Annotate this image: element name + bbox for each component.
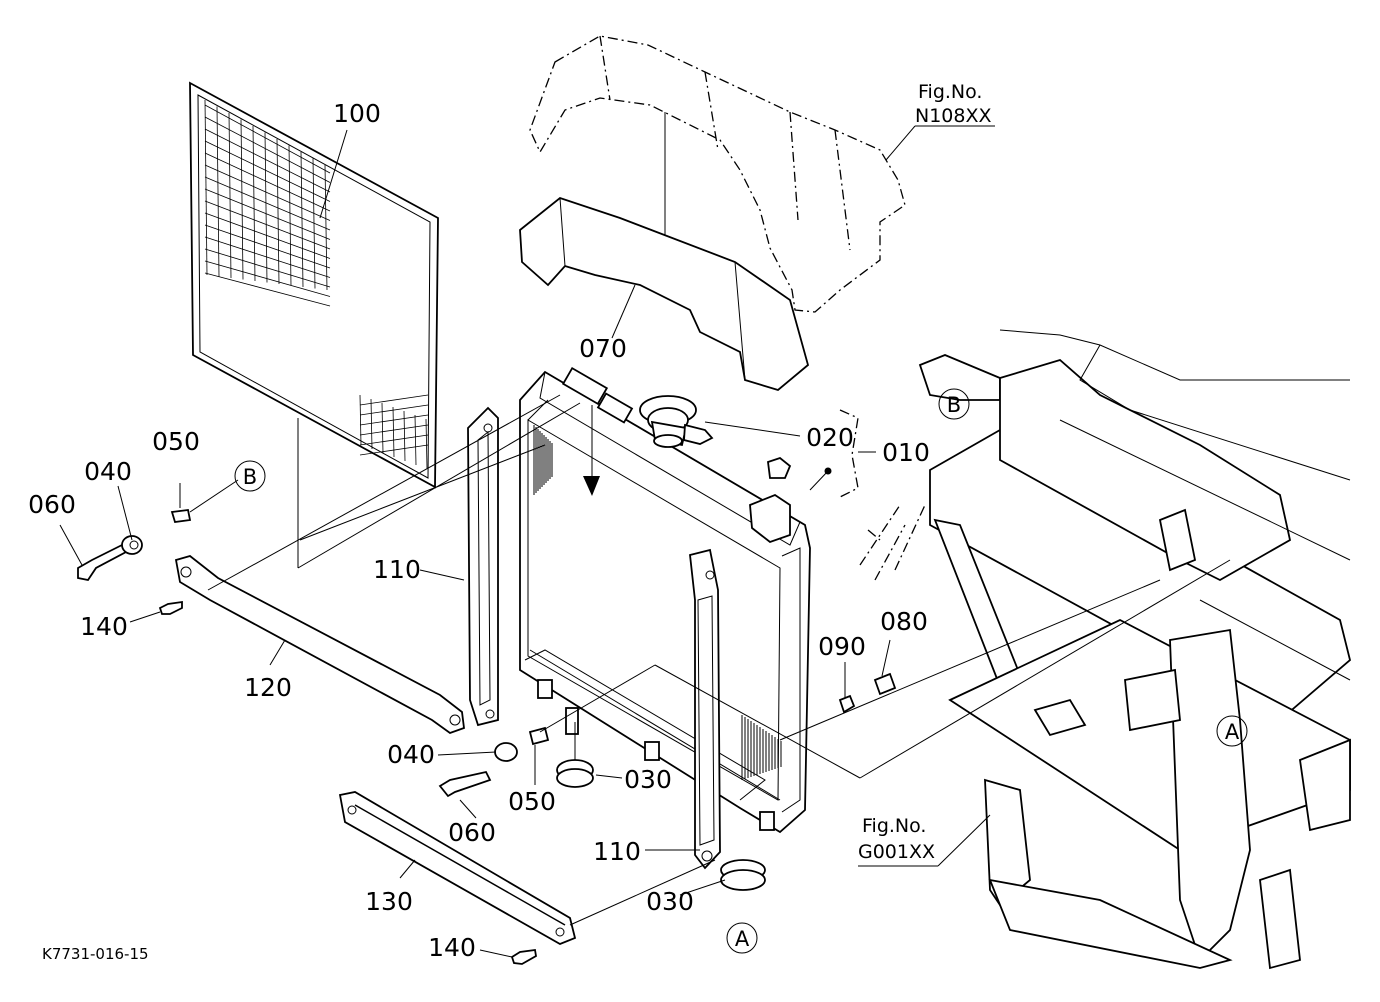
marker-a-bottom: A xyxy=(726,922,758,954)
label-100: 100 xyxy=(333,99,381,128)
leader-lines xyxy=(59,125,1231,958)
label-080: 080 xyxy=(880,607,928,636)
hatch-line xyxy=(204,272,331,307)
svg-text:A: A xyxy=(1225,720,1240,744)
radiator-cap-020 xyxy=(639,395,714,448)
hatch-line xyxy=(204,236,331,278)
hatch-line xyxy=(204,116,331,183)
hatch-line xyxy=(403,410,406,462)
hardware xyxy=(77,509,897,965)
hatch-line xyxy=(228,112,232,279)
svg-text:B: B xyxy=(243,465,257,489)
hatch-line xyxy=(288,145,292,286)
label-050-top: 050 xyxy=(152,427,200,456)
hatch-line xyxy=(276,138,280,285)
svg-text:Fig.No.: Fig.No. xyxy=(918,81,982,103)
part-labels: 100 070 020 010 050 040 060 140 120 110 … xyxy=(28,99,930,962)
hatch-line xyxy=(240,119,244,280)
svg-text:N108XX: N108XX xyxy=(915,105,992,127)
svg-text:Fig.No.: Fig.No. xyxy=(862,815,926,837)
svg-text:B: B xyxy=(947,393,961,417)
hatch-line xyxy=(359,394,362,446)
label-060-lower: 060 xyxy=(448,818,496,847)
hatch-line xyxy=(204,152,331,212)
hatch-line xyxy=(204,200,331,250)
side-bracket-110-left xyxy=(467,406,499,727)
label-030-upper: 030 xyxy=(624,765,672,794)
marker-b-frame: B xyxy=(938,388,970,420)
hatch-line xyxy=(359,404,429,416)
hatch-line xyxy=(370,398,373,450)
side-bracket-110-right xyxy=(689,548,721,870)
hatch-line xyxy=(204,164,331,221)
hatch-line xyxy=(204,104,331,174)
hatch-line xyxy=(204,260,331,297)
hatch-line xyxy=(381,402,384,454)
label-010: 010 xyxy=(882,438,930,467)
label-120: 120 xyxy=(244,673,292,702)
hatch-line xyxy=(264,132,268,283)
svg-text:G001XX: G001XX xyxy=(858,841,935,863)
hatch-line xyxy=(359,434,429,446)
hatch-line xyxy=(204,212,331,259)
label-140-left: 140 xyxy=(80,612,128,641)
marker-b-top: B xyxy=(234,460,266,492)
hatch-line xyxy=(359,424,429,436)
frame-outline xyxy=(918,329,1352,970)
hatch-line xyxy=(300,151,304,288)
stay-130 xyxy=(338,791,577,945)
hatch-line xyxy=(204,248,331,288)
hatch-line xyxy=(324,164,328,291)
hatch-line xyxy=(359,414,429,426)
radiator-screen-100 xyxy=(189,81,439,568)
hatch-line xyxy=(359,444,429,456)
svg-text:A: A xyxy=(735,927,750,951)
label-030-lower: 030 xyxy=(646,887,694,916)
marker-a-frame: A xyxy=(1216,715,1248,747)
label-040-top: 040 xyxy=(84,457,132,486)
fig-ref-g001xx: Fig.No. G001XX xyxy=(858,815,935,863)
hatch-line xyxy=(204,128,331,193)
hatch-line xyxy=(425,418,428,470)
stay-120 xyxy=(174,555,465,735)
label-020: 020 xyxy=(806,423,854,452)
label-070: 070 xyxy=(579,334,627,363)
label-090: 090 xyxy=(818,632,866,661)
label-110-right: 110 xyxy=(593,837,641,866)
hatch-line xyxy=(392,406,395,458)
hatch-line xyxy=(204,224,331,269)
radiator-010 xyxy=(519,366,811,834)
hatch-line xyxy=(204,140,331,202)
fig-ref-n108xx: Fig.No. N108XX xyxy=(915,81,992,127)
label-060-top: 060 xyxy=(28,490,76,519)
label-050-lower: 050 xyxy=(508,787,556,816)
hatch-line xyxy=(204,176,331,231)
hatch-line xyxy=(204,188,331,240)
hatch-line xyxy=(414,414,417,466)
label-140-bottom: 140 xyxy=(428,933,476,962)
upper-cover-070 xyxy=(519,196,810,392)
hatch-line xyxy=(252,125,256,282)
drawing-code: K7731-016-15 xyxy=(42,945,149,963)
label-040-lower: 040 xyxy=(387,740,435,769)
hatch-line xyxy=(359,394,429,406)
label-110-left: 110 xyxy=(373,555,421,584)
label-130: 130 xyxy=(365,887,413,916)
